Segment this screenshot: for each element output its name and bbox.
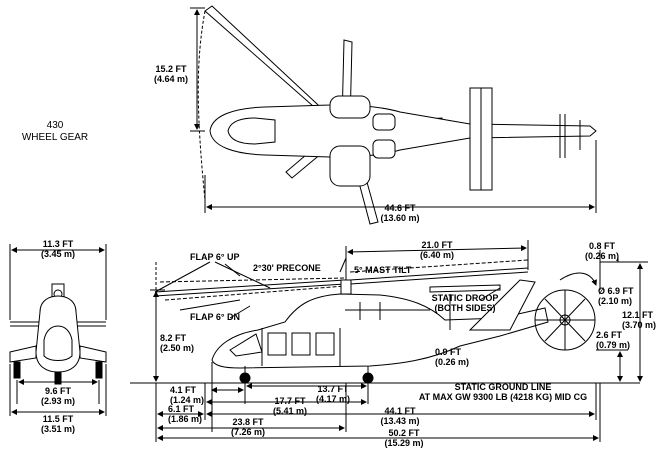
top-view (190, 6, 596, 224)
front-view (10, 244, 106, 416)
dim-fuselage-length: 44.1 FT (13.43 m) (380, 406, 420, 426)
dim-top-rotor-radius: 15.2 FT (4.64 m) (153, 64, 189, 84)
dim-rotor-front-to-mast: 21.0 FT (6.40 m) (419, 240, 455, 260)
dim-tail-rotor-ground: 2.6 FT (0.79 m) (596, 330, 631, 350)
top-view-length-dim (205, 140, 596, 213)
static-droop-label: STATIC DROOP (BOTH SIDES) (431, 293, 499, 313)
dim-front-skid-width: 11.3 FT (3.45 m) (40, 239, 76, 259)
side-view-nose-wheel (240, 373, 250, 383)
dim-top-overall-length: 44.6 FT (13.60 m) (380, 203, 420, 223)
dim-nose-to-mast: 6.1 FT (1.86 m) (168, 404, 203, 424)
dim-rotor-height-front: 8.2 FT (2.50 m) (160, 333, 195, 353)
dim-droop-clearance: 0.9 FT (0.26 m) (435, 347, 470, 367)
model-gear-type: WHEEL GEAR (21, 132, 89, 143)
flap-up-label: FLAP 6° UP (190, 252, 240, 262)
flap-down-label: FLAP 6° DN (190, 312, 240, 322)
top-view-rotor-radius-dim (190, 8, 205, 200)
top-view-fuselage (210, 105, 596, 157)
dim-tail-rotor-clearance: 0.8 FT (0.26 m) (584, 241, 620, 261)
static-ground-line-label: STATIC GROUND LINE AT MAX GW 9300 LB (42… (418, 382, 588, 402)
side-view-fuselage (212, 294, 548, 368)
dim-tail-rotor-diameter: Ø 6.9 FT (2.10 m) (598, 286, 634, 306)
dim-nosegear-to-main: 17.7 FT (5.41 m) (272, 396, 308, 416)
dim-overall-height: 12.1 FT (3.70 m) (622, 310, 657, 330)
dim-front-gear-track: 9.6 FT (2.93 m) (40, 386, 76, 406)
side-view-rotor-blades (155, 260, 528, 310)
dim-nose-to-nosegear: 4.1 FT (1.24 m) (170, 385, 205, 405)
dim-mast-to-main: 23.8 FT (7.26 m) (230, 417, 266, 437)
model-label: 430 WHEEL GEAR (22, 120, 88, 144)
dim-wheelbase: 13.7 FT (4.17 m) (315, 384, 351, 404)
model-number: 430 (46, 120, 64, 131)
side-view-main-wheel (363, 373, 373, 383)
side-view (130, 240, 648, 442)
mast-tilt-label: 5° MAST TILT (354, 265, 412, 275)
precone-label: 2°30' PRECONE (253, 263, 321, 273)
dim-overall-length: 50.2 FT (15.29 m) (384, 428, 424, 448)
dim-front-stabilizer-span: 11.5 FT (3.51 m) (40, 414, 76, 434)
